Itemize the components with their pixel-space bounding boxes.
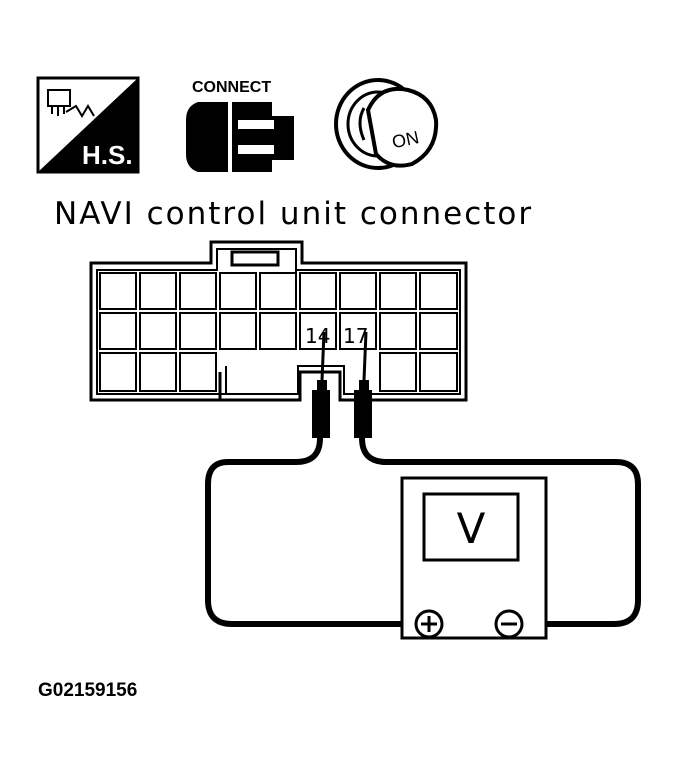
positive-lead bbox=[205, 435, 417, 627]
harness-disconnect-icon: H.S. bbox=[36, 76, 140, 174]
voltmeter: V bbox=[400, 476, 548, 640]
voltmeter-display-label: V bbox=[457, 504, 486, 553]
connector-plug-icon: CONNECT bbox=[186, 79, 294, 172]
negative-probe bbox=[354, 331, 372, 438]
negative-lead bbox=[359, 435, 641, 627]
negative-terminal-icon bbox=[494, 609, 524, 639]
ignition-key-icon: ON bbox=[334, 78, 439, 170]
connector-body bbox=[89, 240, 468, 402]
harness-sign-label: H.S. bbox=[82, 140, 133, 170]
positive-terminal-icon bbox=[414, 609, 444, 639]
figure-id: G02159156 bbox=[38, 680, 137, 701]
connect-label: CONNECT bbox=[192, 79, 271, 96]
positive-probe bbox=[312, 331, 330, 438]
connector-title: NAVI control unit connector bbox=[54, 196, 533, 232]
pin-14-label: 14 bbox=[305, 324, 330, 348]
